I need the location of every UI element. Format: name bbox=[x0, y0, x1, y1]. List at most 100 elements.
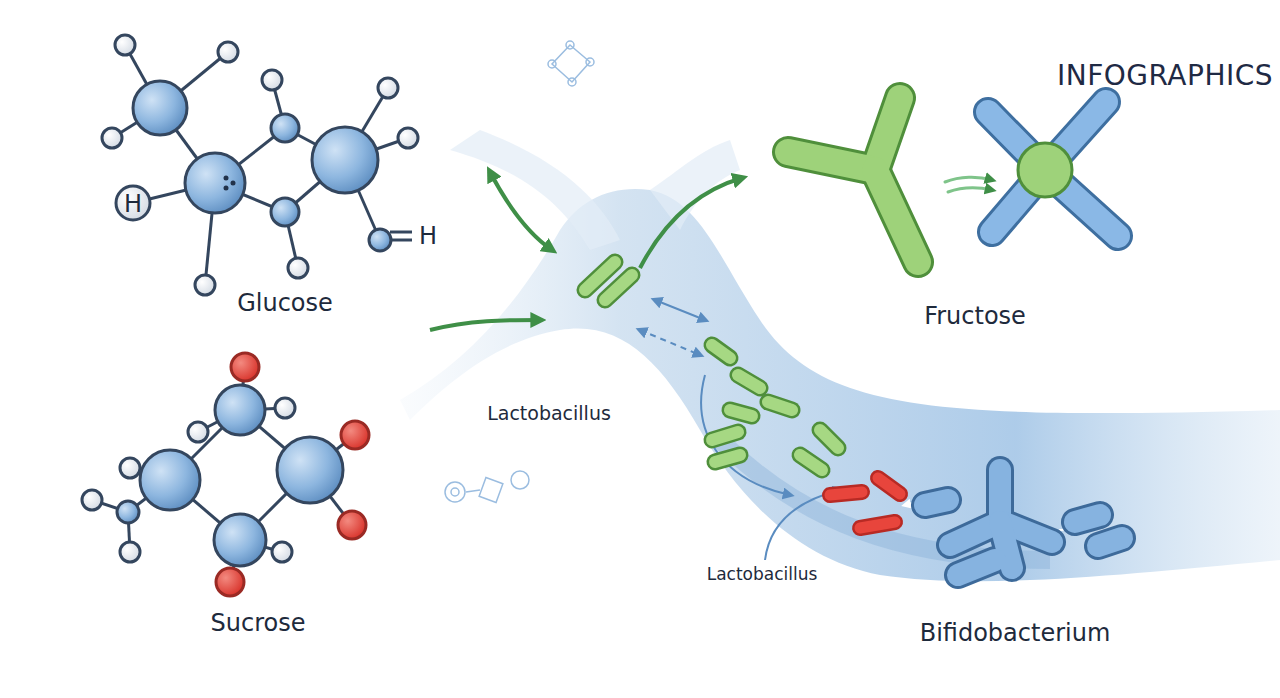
lactobacillus-cells-part-part bbox=[820, 430, 838, 448]
small-icons-part bbox=[552, 45, 590, 82]
small-icons-part bbox=[511, 471, 529, 489]
small-icons-part bbox=[586, 58, 594, 66]
glucose-molecule-part bbox=[398, 128, 418, 148]
sucrose-molecule-part bbox=[277, 437, 343, 503]
lactobacillus-cells-part-part bbox=[768, 402, 792, 410]
glucose-molecule-part bbox=[224, 186, 229, 191]
fructose-molecule-part bbox=[788, 98, 918, 262]
red-bacteria-part bbox=[860, 522, 895, 528]
intestine-band bbox=[400, 130, 1280, 581]
lactobacillus-cells bbox=[585, 262, 838, 470]
lactobacillus-cells-part-part bbox=[585, 262, 615, 290]
flow-arrows-part bbox=[490, 172, 552, 250]
lactobacillus-cells-part bbox=[585, 262, 838, 470]
bifidobacterium-cluster-part-part bbox=[925, 500, 948, 505]
node-label: Sucrose bbox=[70, 608, 446, 638]
molecule-node: Sucrose bbox=[70, 350, 446, 638]
fructose-molecule-part-part bbox=[788, 152, 875, 170]
lactobacillus-cells-part-part bbox=[738, 375, 760, 388]
diagram-title: INFOGRAPHICS bbox=[1057, 59, 1273, 92]
sucrose-molecule-part bbox=[188, 422, 208, 442]
bifidobacterium-cluster-part-part bbox=[1098, 538, 1122, 546]
lactobacillus-cells-part-part bbox=[738, 375, 760, 388]
sucrose-molecule-part bbox=[341, 421, 369, 449]
sucrose-molecule-part bbox=[231, 353, 259, 381]
bifidobacterium-cluster-part bbox=[925, 470, 1122, 575]
glucose-molecule-part bbox=[102, 128, 122, 148]
glucose-molecule-part bbox=[271, 114, 299, 142]
fructose-molecule bbox=[788, 98, 1118, 262]
lactobacillus-cells-part-part bbox=[712, 432, 738, 440]
small-icons-part bbox=[566, 41, 574, 49]
fructose-molecule-part bbox=[988, 102, 1118, 236]
bacteria-name: Lactobacillus bbox=[707, 565, 818, 584]
bifidobacterium-cluster bbox=[925, 470, 1122, 575]
molecule-node: Fructose bbox=[760, 60, 1190, 331]
molecule-node: Glucose bbox=[100, 30, 470, 318]
red-bacteria-part bbox=[860, 522, 895, 528]
glucose-molecule-part bbox=[369, 229, 391, 251]
lactobacillus-cells-part-part bbox=[715, 455, 740, 462]
fructose-molecule-part-part bbox=[875, 170, 918, 262]
glucose-molecule-part bbox=[378, 78, 398, 98]
lactobacillus-cells-part bbox=[585, 262, 838, 470]
lactobacillus-cells-part-part bbox=[768, 402, 792, 410]
lactobacillus-cells-part-part bbox=[730, 410, 752, 416]
fructose-molecule-part-part bbox=[875, 170, 918, 262]
bacteria-name: Lactobacillus bbox=[487, 403, 611, 424]
fructose-molecule-part bbox=[948, 188, 992, 192]
bifidobacterium-cluster-part-part bbox=[958, 560, 995, 575]
glucose-molecule-part bbox=[116, 186, 150, 220]
glucose-molecule-part bbox=[133, 81, 187, 135]
red-bacteria-part bbox=[830, 492, 862, 495]
node-label: Fructose bbox=[760, 301, 1190, 331]
leader-lines bbox=[640, 300, 840, 560]
lactobacillus-cells-part-part bbox=[730, 410, 752, 416]
flow-arrows-part bbox=[430, 320, 540, 330]
node-label: Glucose bbox=[100, 288, 470, 318]
fructose-molecule-part bbox=[1018, 143, 1072, 197]
fructose-molecule-part bbox=[788, 98, 918, 262]
lactobacillus-cells-part-part bbox=[712, 432, 738, 440]
leader-lines-part bbox=[640, 330, 700, 355]
bacteria-node: Bifidobacterium bbox=[880, 440, 1150, 648]
small-icons-part bbox=[451, 488, 459, 496]
sucrose-molecule-part bbox=[120, 542, 140, 562]
lactobacillus-cells-part-part bbox=[800, 455, 822, 470]
lactobacillus-cells-part-part bbox=[605, 275, 632, 300]
lactobacillus-cells-part-part bbox=[800, 455, 822, 470]
glucose-molecule-part bbox=[224, 176, 229, 181]
small-icons-part bbox=[568, 78, 576, 86]
red-bacteria-part bbox=[878, 478, 900, 494]
atom-symbol: H bbox=[124, 191, 142, 217]
small-icons-part bbox=[548, 60, 556, 68]
bifidobacterium-cluster-part-part bbox=[1075, 515, 1100, 522]
glucose-molecule-part bbox=[115, 35, 135, 55]
red-bacteria bbox=[830, 478, 1088, 530]
leader-lines-part bbox=[655, 300, 705, 320]
small-icons-part bbox=[466, 490, 480, 492]
glucose-molecule-part bbox=[390, 231, 412, 234]
sucrose-molecule-part bbox=[82, 490, 102, 510]
glucose-molecule-part bbox=[185, 153, 245, 213]
intestine-band-part bbox=[450, 130, 620, 250]
bifidobacterium-cluster-part-part bbox=[958, 560, 995, 575]
fructose-molecule-part-part bbox=[788, 152, 875, 170]
glucose-molecule bbox=[102, 35, 418, 295]
bifidobacterium-cluster-part-part bbox=[1098, 538, 1122, 546]
lactobacillus-cells-part-part bbox=[820, 430, 838, 448]
lactobacillus-cells-part-part bbox=[715, 455, 740, 462]
flow-arrows bbox=[430, 172, 742, 330]
node-label: Bifidobacterium bbox=[880, 618, 1150, 648]
bifidobacterium-cluster-part bbox=[925, 470, 1122, 575]
red-bacteria-part bbox=[878, 478, 900, 494]
glucose-molecule-part bbox=[218, 42, 238, 62]
lactobacillus-cells-part-part bbox=[712, 345, 730, 358]
sucrose-molecule-part bbox=[338, 511, 366, 539]
glucose-molecule-part bbox=[312, 127, 378, 193]
glucose-molecule-part bbox=[288, 258, 308, 278]
atom-symbol: H bbox=[419, 223, 437, 249]
sucrose-molecule bbox=[82, 353, 369, 596]
glucose-molecule-part bbox=[195, 275, 215, 295]
